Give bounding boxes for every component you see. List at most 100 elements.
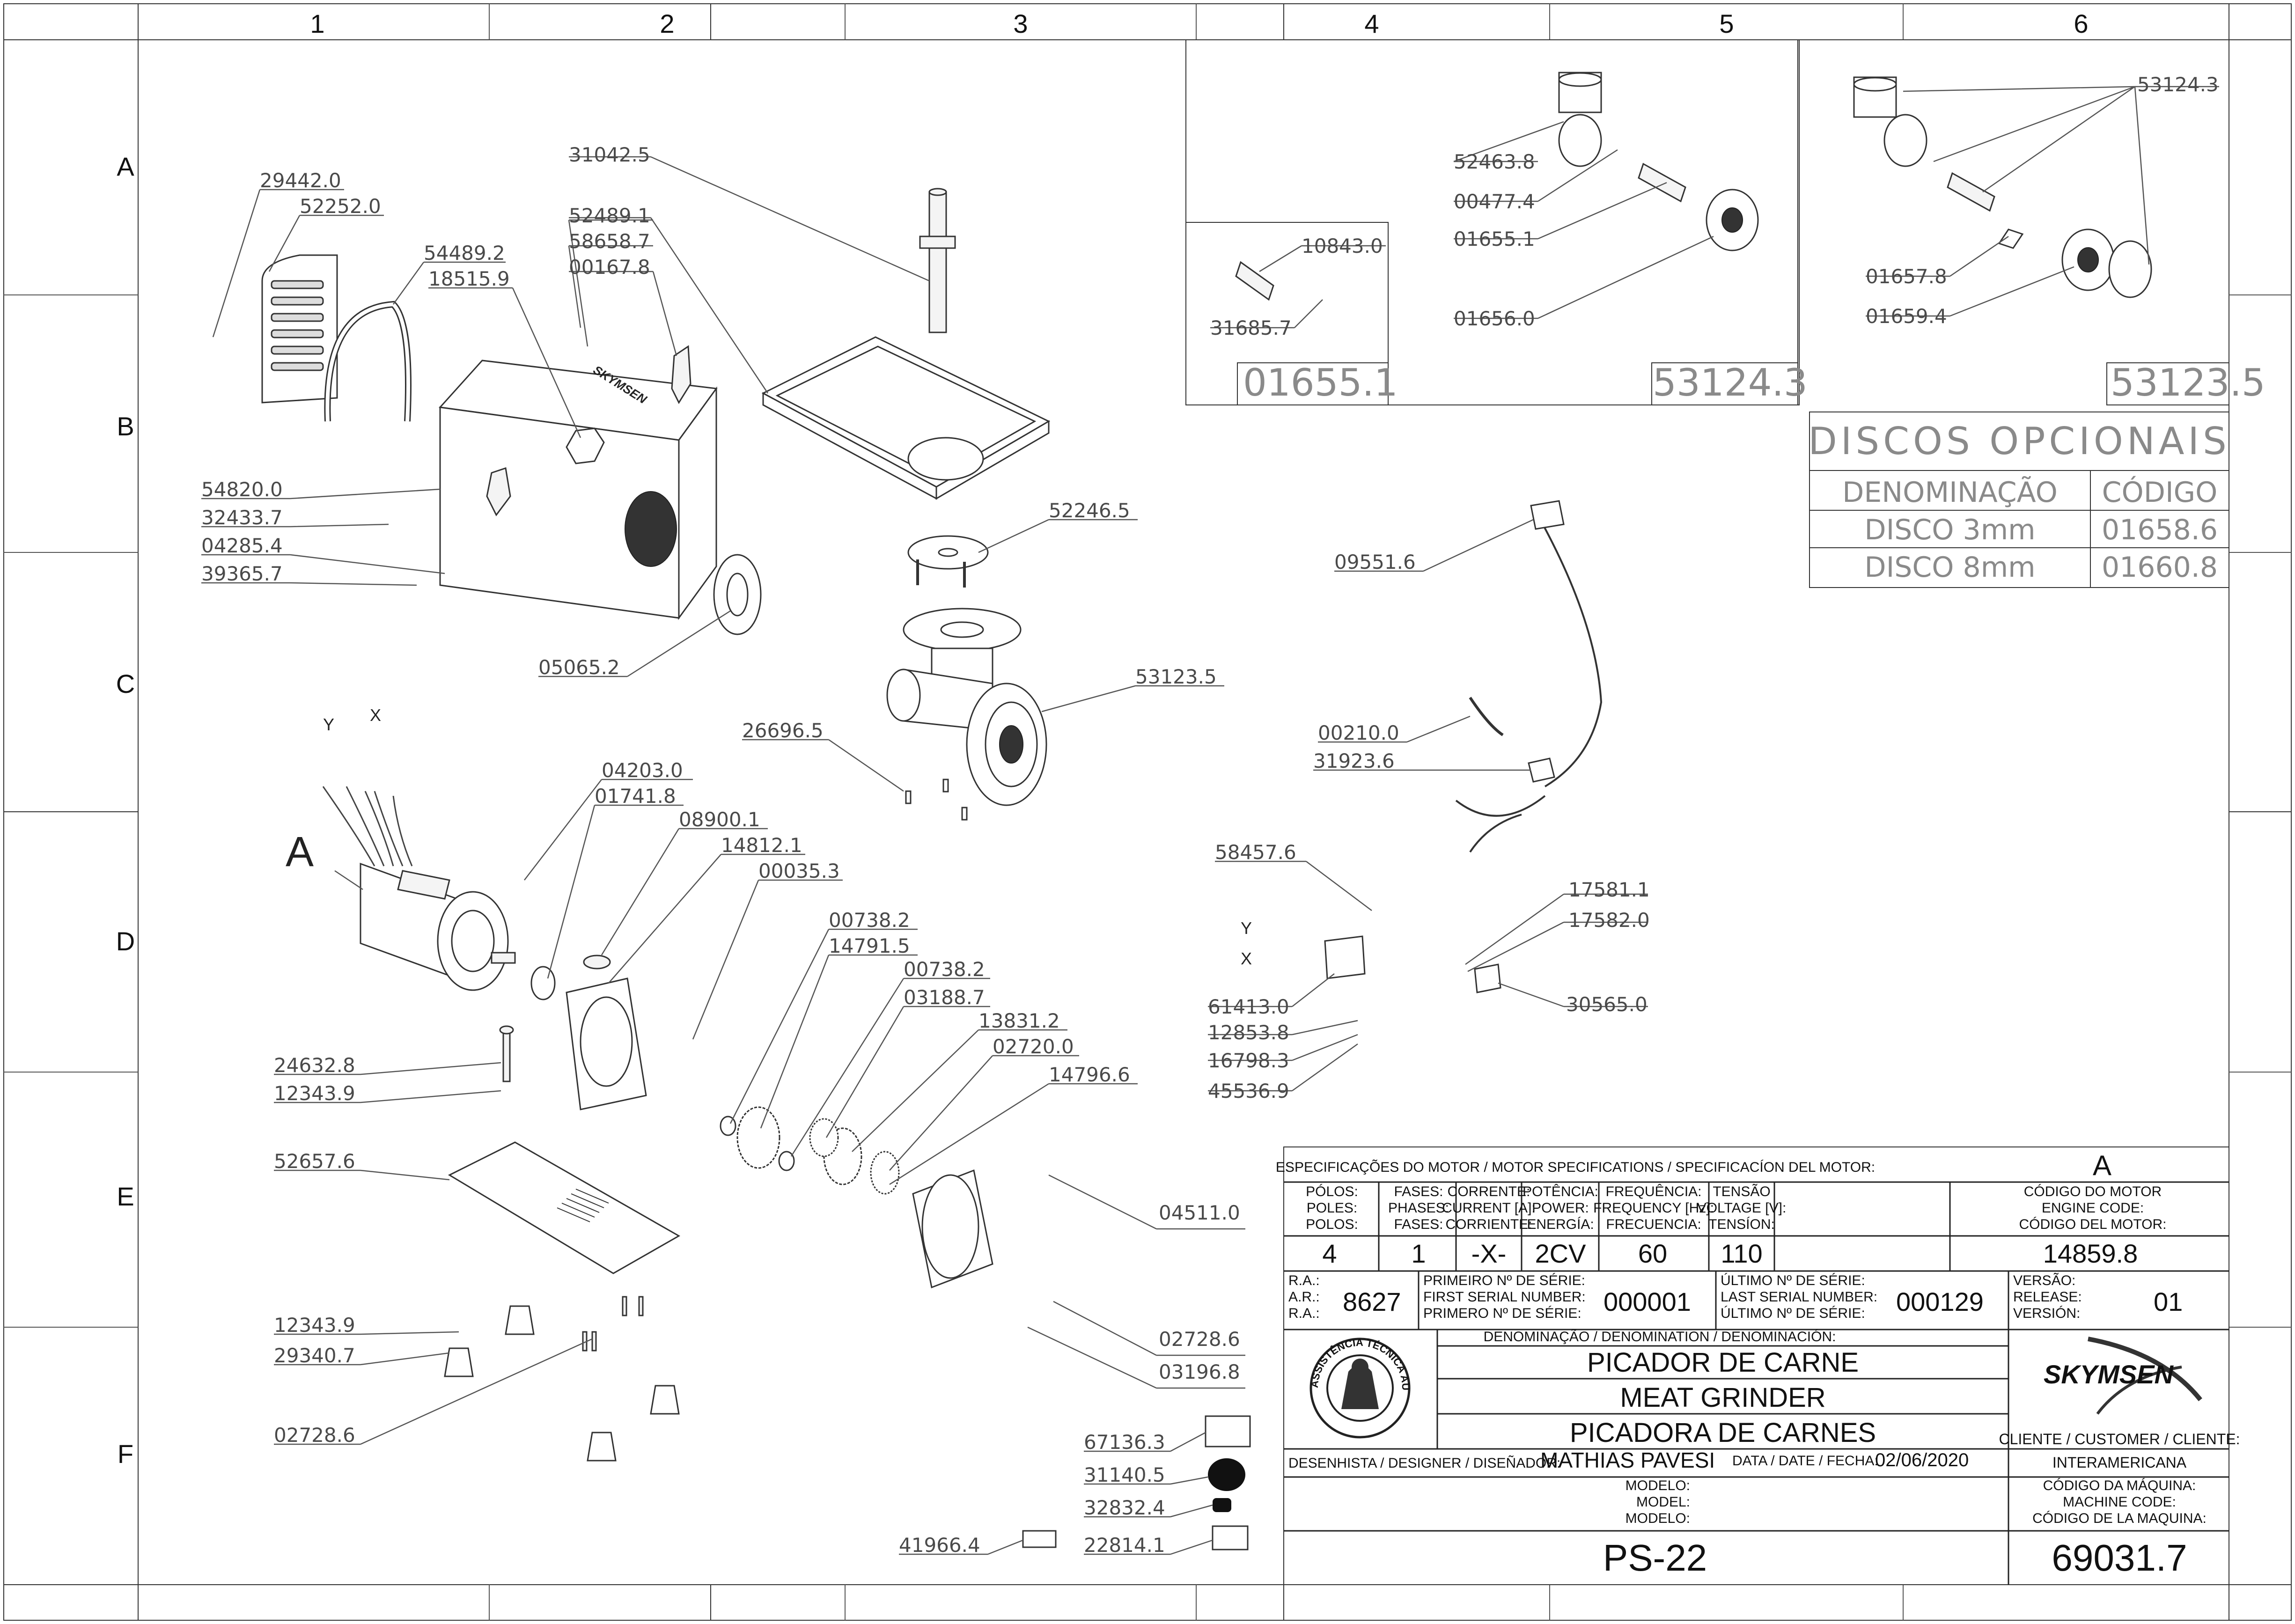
part-label: 12343.9: [274, 1082, 355, 1105]
client-value: INTERAMERICANA: [2052, 1454, 2187, 1471]
header-frequency: FRECUENCIA:: [1606, 1217, 1701, 1232]
machine-code-value: 69031.7: [2052, 1537, 2187, 1579]
optional-discs-table: DISCOS OPCIONAIS DENOMINAÇÃO CÓDIGO DISC…: [1808, 412, 2230, 588]
part-label: 54489.2: [424, 242, 505, 265]
part-label: 12343.9: [274, 1314, 355, 1337]
ra-label: R.A.:: [1288, 1273, 1320, 1288]
part-label: 31042.5: [569, 143, 650, 166]
model-label: MODELO:: [1626, 1478, 1690, 1493]
value-power: 2CV: [1535, 1239, 1587, 1268]
part-label: 04285.4: [201, 534, 283, 557]
part-label: 58658.7: [569, 230, 650, 253]
ra-label: R.A.:: [1288, 1306, 1320, 1321]
part-label: 00167.8: [569, 256, 650, 279]
model-label: MODELO:: [1626, 1511, 1690, 1526]
part-label: 13831.2: [978, 1009, 1060, 1032]
header-engine-code: ENGINE CODE:: [2042, 1200, 2144, 1216]
client-header: CLIENTE / CUSTOMER / CLIENTE:: [1999, 1431, 2240, 1448]
header-power: ENERGÍA:: [1527, 1217, 1594, 1232]
header-poles: POLOS:: [1306, 1217, 1358, 1232]
part-label: 03188.7: [904, 986, 985, 1009]
part-callouts: 29442.0 52252.0 54489.2 18515.9 31042.5 …: [201, 73, 2219, 1557]
part-label: 09551.6: [1334, 551, 1416, 573]
header-frequency: FREQUÊNCIA:: [1605, 1184, 1701, 1199]
grid-col-1: 1: [310, 9, 324, 38]
date-value: 02/06/2020: [1875, 1450, 1969, 1470]
discs-col-code: CÓDIGO: [2102, 476, 2218, 509]
disc-row-name: DISCO 3mm: [1864, 514, 2035, 546]
grid-row-f: F: [118, 1439, 133, 1469]
value-frequency: 60: [1638, 1239, 1667, 1268]
grid-row-b: B: [117, 412, 134, 441]
part-label: 53123.5: [1135, 665, 1217, 688]
value-voltage: 110: [1721, 1239, 1762, 1268]
discs-table-title: DISCOS OPCIONAIS: [1808, 419, 2230, 463]
motor-spec-header: ESPECIFICAÇÕES DO MOTOR / MOTOR SPECIFIC…: [1276, 1159, 1875, 1175]
disc-row-code: 01660.8: [2102, 551, 2218, 584]
part-label: 30565.0: [1566, 993, 1648, 1016]
header-poles: PÓLOS:: [1306, 1184, 1358, 1199]
part-label: 22814.1: [1084, 1534, 1165, 1557]
value-phases: 1: [1411, 1239, 1426, 1268]
part-label: 58457.6: [1215, 841, 1296, 864]
header-phases: FASES:: [1394, 1217, 1443, 1232]
grid-col-3: 3: [1013, 9, 1028, 38]
part-label: 14791.5: [829, 934, 910, 957]
motor-reference-mark: A: [286, 829, 314, 875]
part-label: 29340.7: [274, 1344, 355, 1367]
part-label: 05065.2: [538, 656, 620, 679]
value-current: -X-: [1471, 1239, 1507, 1268]
part-label: 01656.0: [1454, 307, 1535, 330]
value-engine-code: 14859.8: [2043, 1239, 2138, 1268]
designer-label: DESENHISTA / DESIGNER / DISEÑADOR:: [1288, 1455, 1560, 1471]
product-name-pt: PICADOR DE CARNE: [1587, 1347, 1859, 1378]
part-label: 14812.1: [721, 834, 802, 857]
part-label: 14796.6: [1049, 1063, 1130, 1086]
header-voltage: VOLTAGE [V]:: [1697, 1200, 1787, 1216]
header-phases: FASES:: [1394, 1184, 1443, 1199]
part-label: 12853.8: [1208, 1021, 1289, 1044]
last-serial-label: LAST SERIAL NUMBER:: [1721, 1289, 1877, 1305]
part-label: 29442.0: [260, 169, 341, 192]
part-label: 16798.3: [1208, 1049, 1289, 1072]
version-label: VERSIÓN:: [2013, 1306, 2080, 1321]
part-label: 53124.3: [2137, 73, 2219, 96]
disc-row-code: 01658.6: [2102, 514, 2218, 546]
part-shapes: SKYMSEN: [261, 72, 2152, 1551]
ra-label: A.R.:: [1288, 1289, 1320, 1305]
part-label: 01655.1: [1454, 228, 1535, 250]
part-label: 02728.6: [274, 1424, 355, 1447]
designer-value: MATHIAS PAVESI: [1540, 1448, 1715, 1472]
header-phases: PHASES:: [1388, 1200, 1449, 1216]
part-label: 52657.6: [274, 1150, 355, 1173]
grid-row-d: D: [116, 926, 135, 956]
version-label: RELEASE:: [2013, 1289, 2082, 1305]
part-label: 00035.3: [758, 860, 840, 882]
part-label: 03196.8: [1159, 1360, 1240, 1383]
part-label: 52246.5: [1049, 499, 1130, 522]
product-name-es: PICADORA DE CARNES: [1570, 1418, 1876, 1448]
header-power: POWER:: [1532, 1200, 1589, 1216]
part-label: 45536.9: [1208, 1080, 1289, 1102]
part-label: 17581.1: [1568, 878, 1650, 901]
ra-value: 8627: [1343, 1287, 1401, 1316]
product-name-en: MEAT GRINDER: [1620, 1382, 1825, 1413]
header-engine-code: CÓDIGO DO MOTOR: [2024, 1184, 2162, 1199]
part-label: 02728.6: [1159, 1328, 1240, 1351]
part-label: 01657.8: [1866, 265, 1947, 288]
part-label: 26696.5: [742, 719, 824, 742]
header-current: CORRENTE:: [1448, 1184, 1530, 1199]
header-current: CURRENT [A]:: [1442, 1200, 1535, 1216]
model-label: MODEL:: [1636, 1494, 1690, 1510]
axis-x-label: X: [1241, 949, 1252, 968]
axis-x-label: X: [370, 705, 381, 725]
part-label: 24632.8: [274, 1054, 355, 1077]
part-label: 17582.0: [1568, 909, 1650, 932]
part-label: 01659.4: [1866, 305, 1947, 328]
grid-row-c: C: [116, 669, 135, 698]
part-label: 52463.8: [1454, 150, 1535, 173]
header-engine-code: CÓDIGO DEL MOTOR:: [2019, 1217, 2166, 1232]
part-label: 31923.6: [1313, 750, 1395, 772]
first-serial-label: PRIMEIRO Nº DE SÉRIE:: [1423, 1273, 1585, 1288]
version-label: VERSÃO:: [2013, 1272, 2075, 1288]
